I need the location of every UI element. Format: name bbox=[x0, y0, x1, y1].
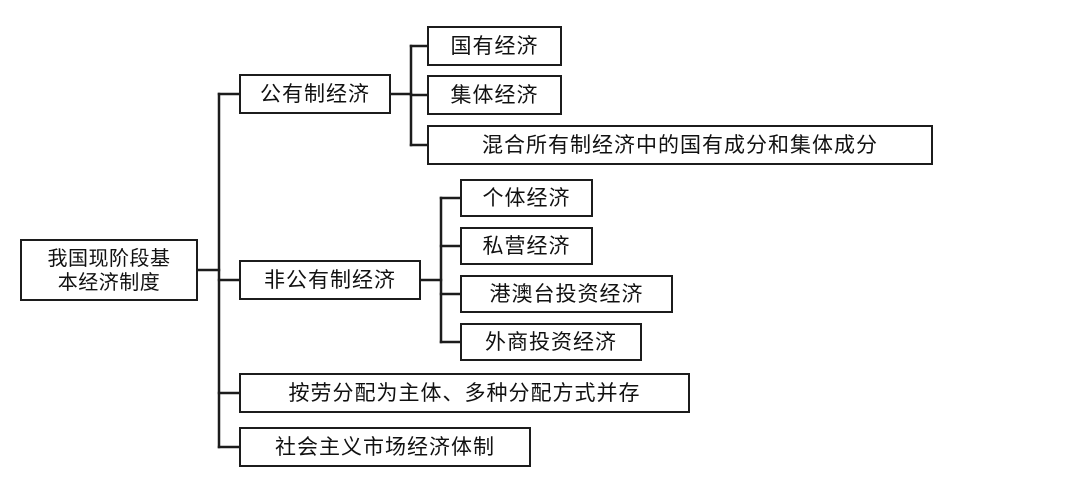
node-root[interactable]: 我国现阶段基 本经济制度 bbox=[20, 239, 198, 301]
node-state-owned-economy[interactable]: 国有经济 bbox=[427, 26, 562, 66]
node-hmt-investment-economy-label: 港澳台投资经济 bbox=[489, 281, 644, 306]
node-collective-economy[interactable]: 集体经济 bbox=[427, 75, 562, 115]
node-distribution-system-label: 按劳分配为主体、多种分配方式并存 bbox=[288, 380, 641, 405]
node-root-label-line2: 本经济制度 bbox=[57, 270, 161, 294]
node-public-ownership[interactable]: 公有制经济 bbox=[239, 74, 391, 114]
node-distribution-system[interactable]: 按劳分配为主体、多种分配方式并存 bbox=[239, 373, 690, 413]
node-hmt-investment-economy[interactable]: 港澳台投资经济 bbox=[460, 275, 673, 313]
node-mixed-ownership-components-label: 混合所有制经济中的国有成分和集体成分 bbox=[482, 132, 878, 157]
node-root-label-line1: 我国现阶段基 bbox=[47, 245, 171, 270]
node-private-economy[interactable]: 私营经济 bbox=[460, 227, 593, 265]
node-state-owned-economy-label: 国有经济 bbox=[450, 33, 539, 58]
node-mixed-ownership-components[interactable]: 混合所有制经济中的国有成分和集体成分 bbox=[427, 125, 933, 165]
node-private-economy-label: 私营经济 bbox=[482, 233, 571, 258]
node-collective-economy-label: 集体经济 bbox=[450, 82, 539, 107]
node-socialist-market-economy-label: 社会主义市场经济体制 bbox=[275, 434, 495, 459]
node-individual-economy[interactable]: 个体经济 bbox=[460, 179, 593, 217]
node-non-public-ownership-label: 非公有制经济 bbox=[264, 267, 396, 292]
node-foreign-investment-economy[interactable]: 外商投资经济 bbox=[460, 323, 642, 361]
node-individual-economy-label: 个体经济 bbox=[482, 185, 571, 210]
node-public-ownership-label: 公有制经济 bbox=[260, 81, 370, 106]
node-socialist-market-economy[interactable]: 社会主义市场经济体制 bbox=[239, 427, 531, 467]
node-non-public-ownership[interactable]: 非公有制经济 bbox=[239, 260, 421, 300]
node-foreign-investment-economy-label: 外商投资经济 bbox=[485, 329, 617, 354]
